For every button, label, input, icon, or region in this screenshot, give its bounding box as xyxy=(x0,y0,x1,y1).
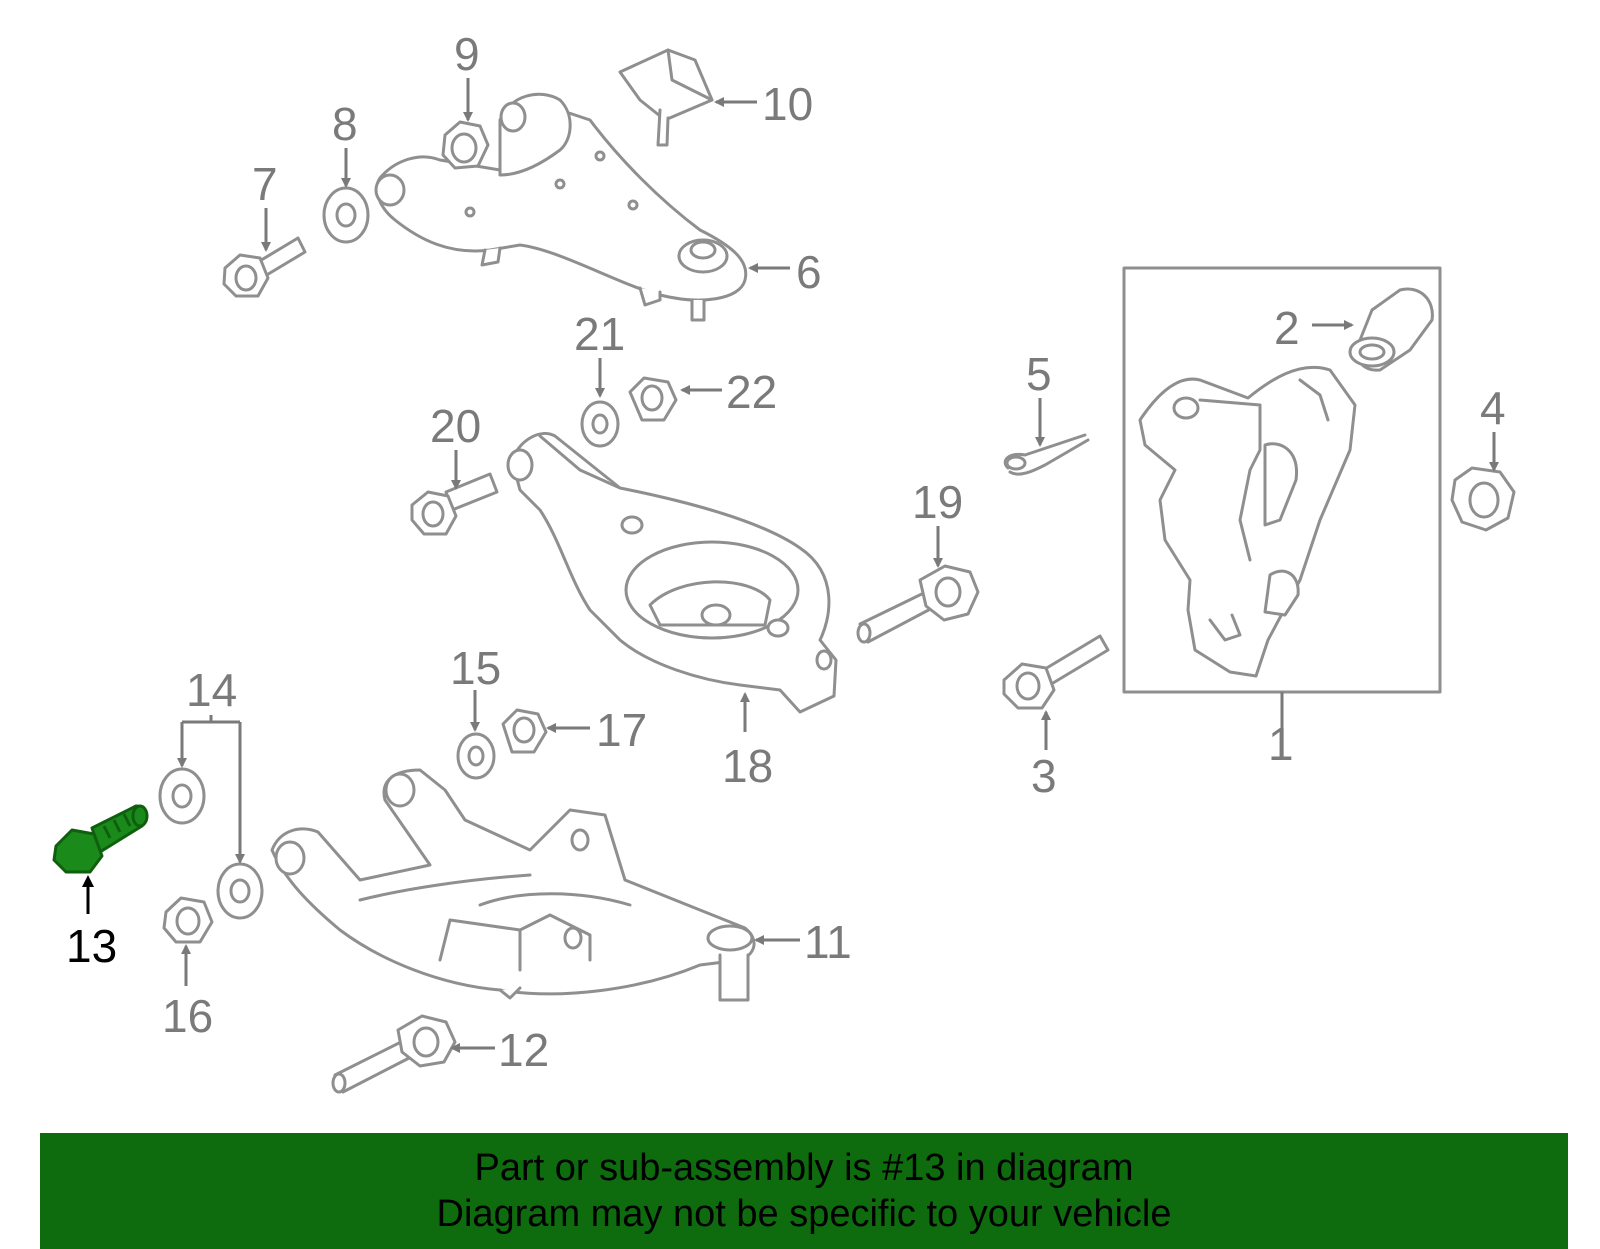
callout-1[interactable]: 1 xyxy=(1268,718,1294,770)
cotter-pin-part-5 xyxy=(1003,433,1090,476)
washer-part-21 xyxy=(580,400,620,448)
callout-4[interactable]: 4 xyxy=(1480,382,1506,434)
callout-10[interactable]: 10 xyxy=(762,78,813,130)
washer-part-15 xyxy=(456,732,496,780)
callout-9[interactable]: 9 xyxy=(454,28,480,80)
callout-22[interactable]: 22 xyxy=(726,366,777,418)
bolt-part-7 xyxy=(222,236,307,298)
callout-8[interactable]: 8 xyxy=(332,98,358,150)
washer-part-8 xyxy=(322,186,370,244)
callout-21[interactable]: 21 xyxy=(574,308,625,360)
banner-line-part-number: Part or sub-assembly is #13 in diagram xyxy=(474,1147,1134,1189)
knuckle-part-1 xyxy=(1138,365,1357,678)
callout-11[interactable]: 11 xyxy=(804,916,852,968)
bolt-part-13-highlighted[interactable] xyxy=(52,804,149,874)
upper-control-arm-part xyxy=(374,92,748,322)
callout-6[interactable]: 6 xyxy=(796,246,822,298)
bolt-part-19 xyxy=(856,564,980,644)
lower-control-arm-part xyxy=(270,768,756,1002)
spring-seat-arm-part xyxy=(506,432,838,714)
callout-13[interactable]: 13 xyxy=(66,920,117,972)
callout-3[interactable]: 3 xyxy=(1031,750,1057,802)
callout-19[interactable]: 19 xyxy=(912,476,963,528)
callout-5[interactable]: 5 xyxy=(1026,348,1052,400)
bracket-part xyxy=(618,48,714,147)
nut-part-9 xyxy=(441,120,490,170)
washer-part-14a xyxy=(158,767,206,825)
info-banner: Part or sub-assembly is #13 in diagram D… xyxy=(40,1133,1568,1249)
bushing-part-2 xyxy=(1348,287,1434,372)
callout-12[interactable]: 12 xyxy=(498,1024,549,1076)
callout-16[interactable]: 16 xyxy=(162,990,213,1042)
nut-part-16 xyxy=(162,896,214,944)
bolt-part-20 xyxy=(410,472,499,536)
washer-part-14b xyxy=(216,862,264,920)
nut-part-4 xyxy=(1450,466,1516,532)
bolt-part-12 xyxy=(331,1014,457,1094)
callout-18[interactable]: 18 xyxy=(722,740,773,792)
callout-20[interactable]: 20 xyxy=(430,400,481,452)
banner-line-disclaimer: Diagram may not be specific to your vehi… xyxy=(436,1193,1172,1235)
callout-14[interactable]: 14 xyxy=(186,664,237,716)
callout-15[interactable]: 15 xyxy=(450,642,501,694)
bolt-part-3 xyxy=(1002,634,1110,710)
nut-part-22 xyxy=(628,376,678,422)
callout-17[interactable]: 17 xyxy=(596,704,647,756)
nut-part-17 xyxy=(501,708,548,754)
callout-7[interactable]: 7 xyxy=(252,158,278,210)
callout-2[interactable]: 2 xyxy=(1274,302,1300,354)
